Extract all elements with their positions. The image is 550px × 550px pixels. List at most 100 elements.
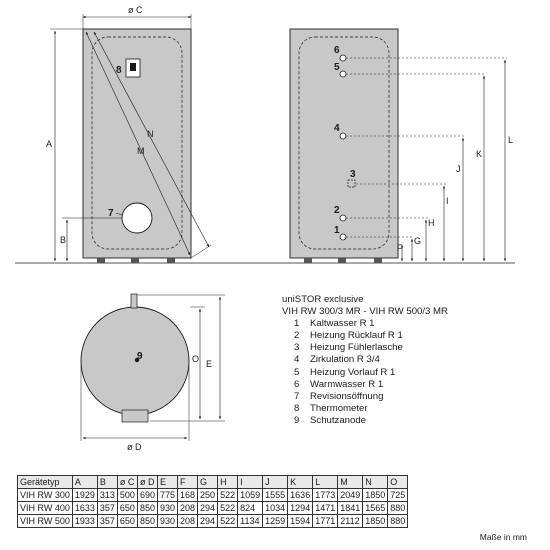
table-cell: 1471 xyxy=(312,501,339,515)
connection-2 xyxy=(339,214,347,222)
legend-item-number: 2 xyxy=(294,330,300,342)
table-cell: 522 xyxy=(217,501,239,515)
legend-item-number: 5 xyxy=(294,366,300,378)
table-cell: VIH RW 500 xyxy=(17,514,73,528)
dim-m-label: M xyxy=(137,146,145,156)
legend-item-text: Thermometer xyxy=(310,402,368,414)
legend-item-text: Zirkulation R 3/4 xyxy=(310,354,380,366)
connection-5 xyxy=(339,70,347,78)
technical-drawing: 8 7 ø C A B M N xyxy=(15,5,515,452)
dia-d-label: ø D xyxy=(127,442,142,452)
table-cell: 1555 xyxy=(262,488,289,502)
legend-item: 2 Heizung Rücklauf R 1 xyxy=(282,330,542,342)
legend-item: 3 Heizung Fühlerlasche xyxy=(282,342,542,354)
table-cell: 208 xyxy=(177,501,199,515)
legend-item-text: Heizung Fühlerlasche xyxy=(310,342,403,354)
side-view: 6 5 4 3 2 1 L K J I H G F xyxy=(289,28,513,263)
dia-c-label: ø C xyxy=(128,5,143,15)
table-cell: 824 xyxy=(237,501,264,515)
legend-title-line1: uniSTOR exclusive xyxy=(282,294,364,305)
dim-n-line xyxy=(93,31,210,248)
table-cell: 294 xyxy=(197,501,219,515)
table-cell: 1633 xyxy=(71,501,98,515)
table-header-cell: I xyxy=(237,475,264,489)
table-header-cell: A xyxy=(71,475,98,489)
legend-item-text: Heizung Rücklauf R 1 xyxy=(310,330,403,342)
front-foot-mid xyxy=(131,258,139,263)
item-9-label: 9 xyxy=(137,351,143,362)
dim-e-label: E xyxy=(206,359,212,369)
item-5-label: 5 xyxy=(334,62,340,73)
side-inner-tank xyxy=(298,36,390,250)
dim-f-label: F xyxy=(397,243,403,253)
legend-item-number: 3 xyxy=(294,342,300,354)
table-cell: 1565 xyxy=(362,501,389,515)
table-header-cell: O xyxy=(387,475,409,489)
legend-item-number: 9 xyxy=(294,414,300,426)
item-3-label: 3 xyxy=(350,169,356,180)
dim-a-label: A xyxy=(46,139,52,149)
table-cell: 1034 xyxy=(262,501,289,515)
table-cell: 1059 xyxy=(237,488,264,502)
table-header-cell: L xyxy=(312,475,339,489)
dim-l-label: L xyxy=(508,135,513,145)
table-header-cell: M xyxy=(337,475,364,489)
legend-item-text: Heizung Vorlauf R 1 xyxy=(310,366,396,378)
table-cell: 168 xyxy=(177,488,199,502)
dim-o-label: O xyxy=(192,354,199,364)
dim-j-label: J xyxy=(456,164,461,174)
table-cell: 2049 xyxy=(337,488,364,502)
table-cell: 1594 xyxy=(287,514,314,528)
table-cell: 357 xyxy=(96,514,118,528)
table-cell: 690 xyxy=(136,488,158,502)
legend-item-number: 4 xyxy=(294,354,300,366)
table-cell: VIH RW 400 xyxy=(17,501,73,515)
table-cell: 313 xyxy=(96,488,118,502)
table-cell: 522 xyxy=(217,514,239,528)
table-header-cell: H xyxy=(217,475,239,489)
table-cell: 930 xyxy=(156,514,179,528)
legend-item: 4 Zirkulation R 3/4 xyxy=(282,354,542,366)
legend-item-text: Revisionsöffnung xyxy=(310,390,384,402)
table-cell: 650 xyxy=(116,501,138,515)
sensor-bracket-3 xyxy=(347,179,356,188)
table-cell: 1773 xyxy=(312,488,339,502)
table-header-cell: B xyxy=(96,475,118,489)
table-header-cell: G xyxy=(197,475,219,489)
table-cell: 1929 xyxy=(71,488,98,502)
item-6-label: 6 xyxy=(334,45,340,56)
table-cell: 1636 xyxy=(287,488,314,502)
front-foot-left xyxy=(97,258,105,263)
legend-item: 9 Schutzanode xyxy=(282,415,542,427)
item-4-label: 4 xyxy=(334,123,340,134)
anode-point xyxy=(134,357,140,363)
table-cell: 1933 xyxy=(71,514,98,528)
dim-n-label: N xyxy=(147,129,154,139)
connection-4 xyxy=(339,132,347,140)
dim-h-label: H xyxy=(428,218,435,228)
front-foot-right xyxy=(167,258,175,263)
legend-item-text: Schutzanode xyxy=(310,414,367,426)
table-header-cell: Gerätetyp xyxy=(17,475,73,489)
legend: uniSTOR exclusive VIH RW 300/3 MR - VIH … xyxy=(282,294,542,427)
side-tank-body xyxy=(289,28,399,259)
top-pipe-stub xyxy=(130,293,138,309)
dim-k-label: K xyxy=(476,149,482,159)
top-inspection-stub xyxy=(121,409,149,423)
table-cell: 725 xyxy=(387,488,409,502)
legend-item-text: Kaltwasser R 1 xyxy=(310,318,375,330)
item-7-label: 7 xyxy=(108,208,114,219)
table-cell: 1850 xyxy=(362,488,389,502)
table-header-cell: N xyxy=(362,475,389,489)
item-1-label: 1 xyxy=(334,225,340,236)
table-cell: 850 xyxy=(136,501,158,515)
table-cell: 880 xyxy=(387,514,409,528)
table-cell: 294 xyxy=(197,514,219,528)
table-header-cell: J xyxy=(262,475,289,489)
